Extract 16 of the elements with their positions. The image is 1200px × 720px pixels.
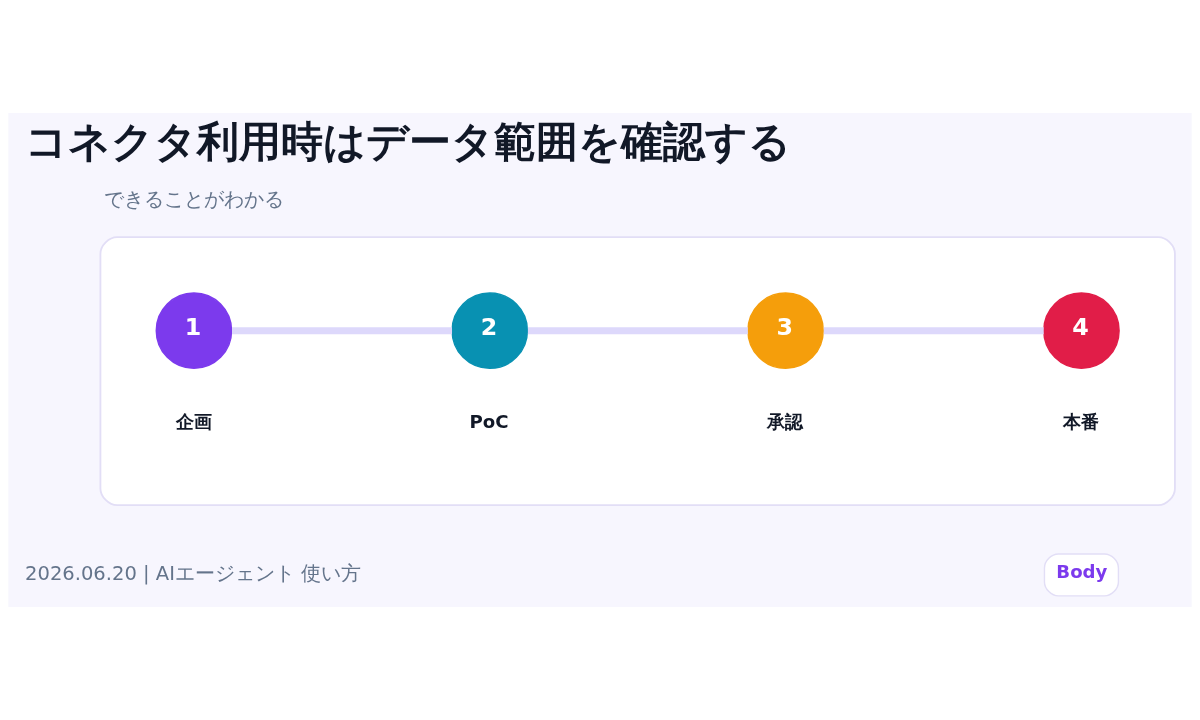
connector — [232, 327, 452, 335]
node-label: PoC — [469, 410, 509, 432]
node-label: 本番 — [1063, 410, 1100, 432]
node-label: 企画 — [175, 410, 212, 432]
node-circle: 1 — [155, 292, 233, 370]
node-circle: 4 — [1043, 292, 1120, 370]
connector — [823, 327, 1044, 335]
label: できることがわかる — [103, 188, 284, 212]
label: Body — [1056, 561, 1108, 583]
node-circle: 3 — [747, 292, 824, 370]
node-circle: 2 — [451, 292, 529, 370]
cluster — [99, 236, 1176, 507]
diagram-title: コネクタ利用時はデータ範囲を確認する — [25, 117, 792, 167]
node-label: 承認 — [767, 410, 804, 432]
label: 2026.06.20 | AIエージェント 使い方 — [25, 562, 362, 586]
connector — [527, 327, 748, 335]
